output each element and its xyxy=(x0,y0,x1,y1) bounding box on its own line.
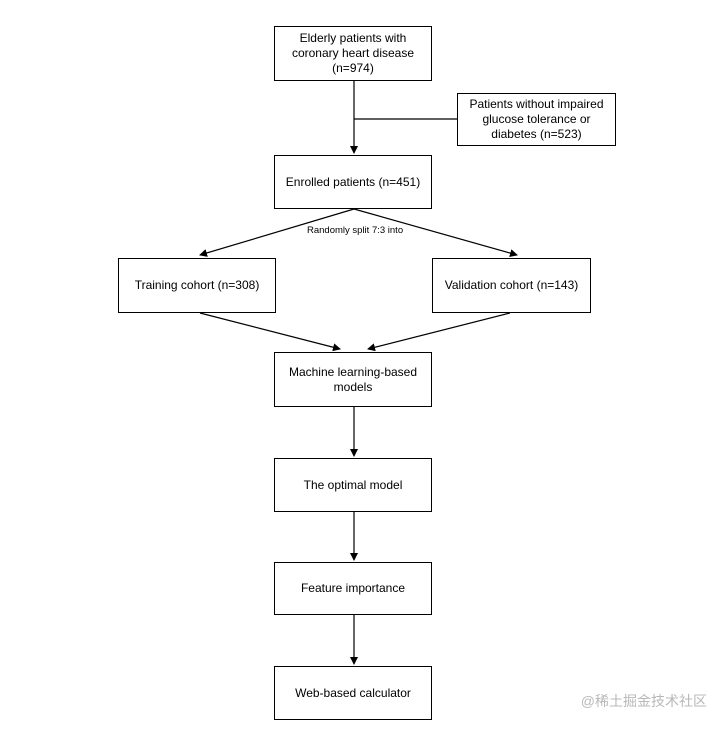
arrow-validation-to-models xyxy=(367,312,511,352)
box-ml-models: Machine learning-based models xyxy=(274,352,432,407)
box-validation-cohort: Validation cohort (n=143) xyxy=(432,258,591,313)
box-excluded-patients: Patients without impaired glucose tolera… xyxy=(457,93,616,146)
box-optimal-model: The optimal model xyxy=(274,458,432,512)
arrow-enrolled-to-training xyxy=(199,208,355,257)
box-training-cohort: Training cohort (n=308) xyxy=(118,258,276,313)
box-feature-importance: Feature importance xyxy=(274,562,432,615)
arrow-enrolled-to-validation xyxy=(353,208,518,257)
box-enrolled-patients: Enrolled patients (n=451) xyxy=(274,155,432,209)
box-web-calculator: Web-based calculator xyxy=(274,666,432,720)
arrow-training-to-models xyxy=(199,312,341,352)
split-label: Randomly split 7:3 into xyxy=(307,225,404,236)
box-elderly-patients: Elderly patients with coronary heart dis… xyxy=(274,26,432,81)
watermark: @稀土掘金技术社区 xyxy=(580,693,707,709)
